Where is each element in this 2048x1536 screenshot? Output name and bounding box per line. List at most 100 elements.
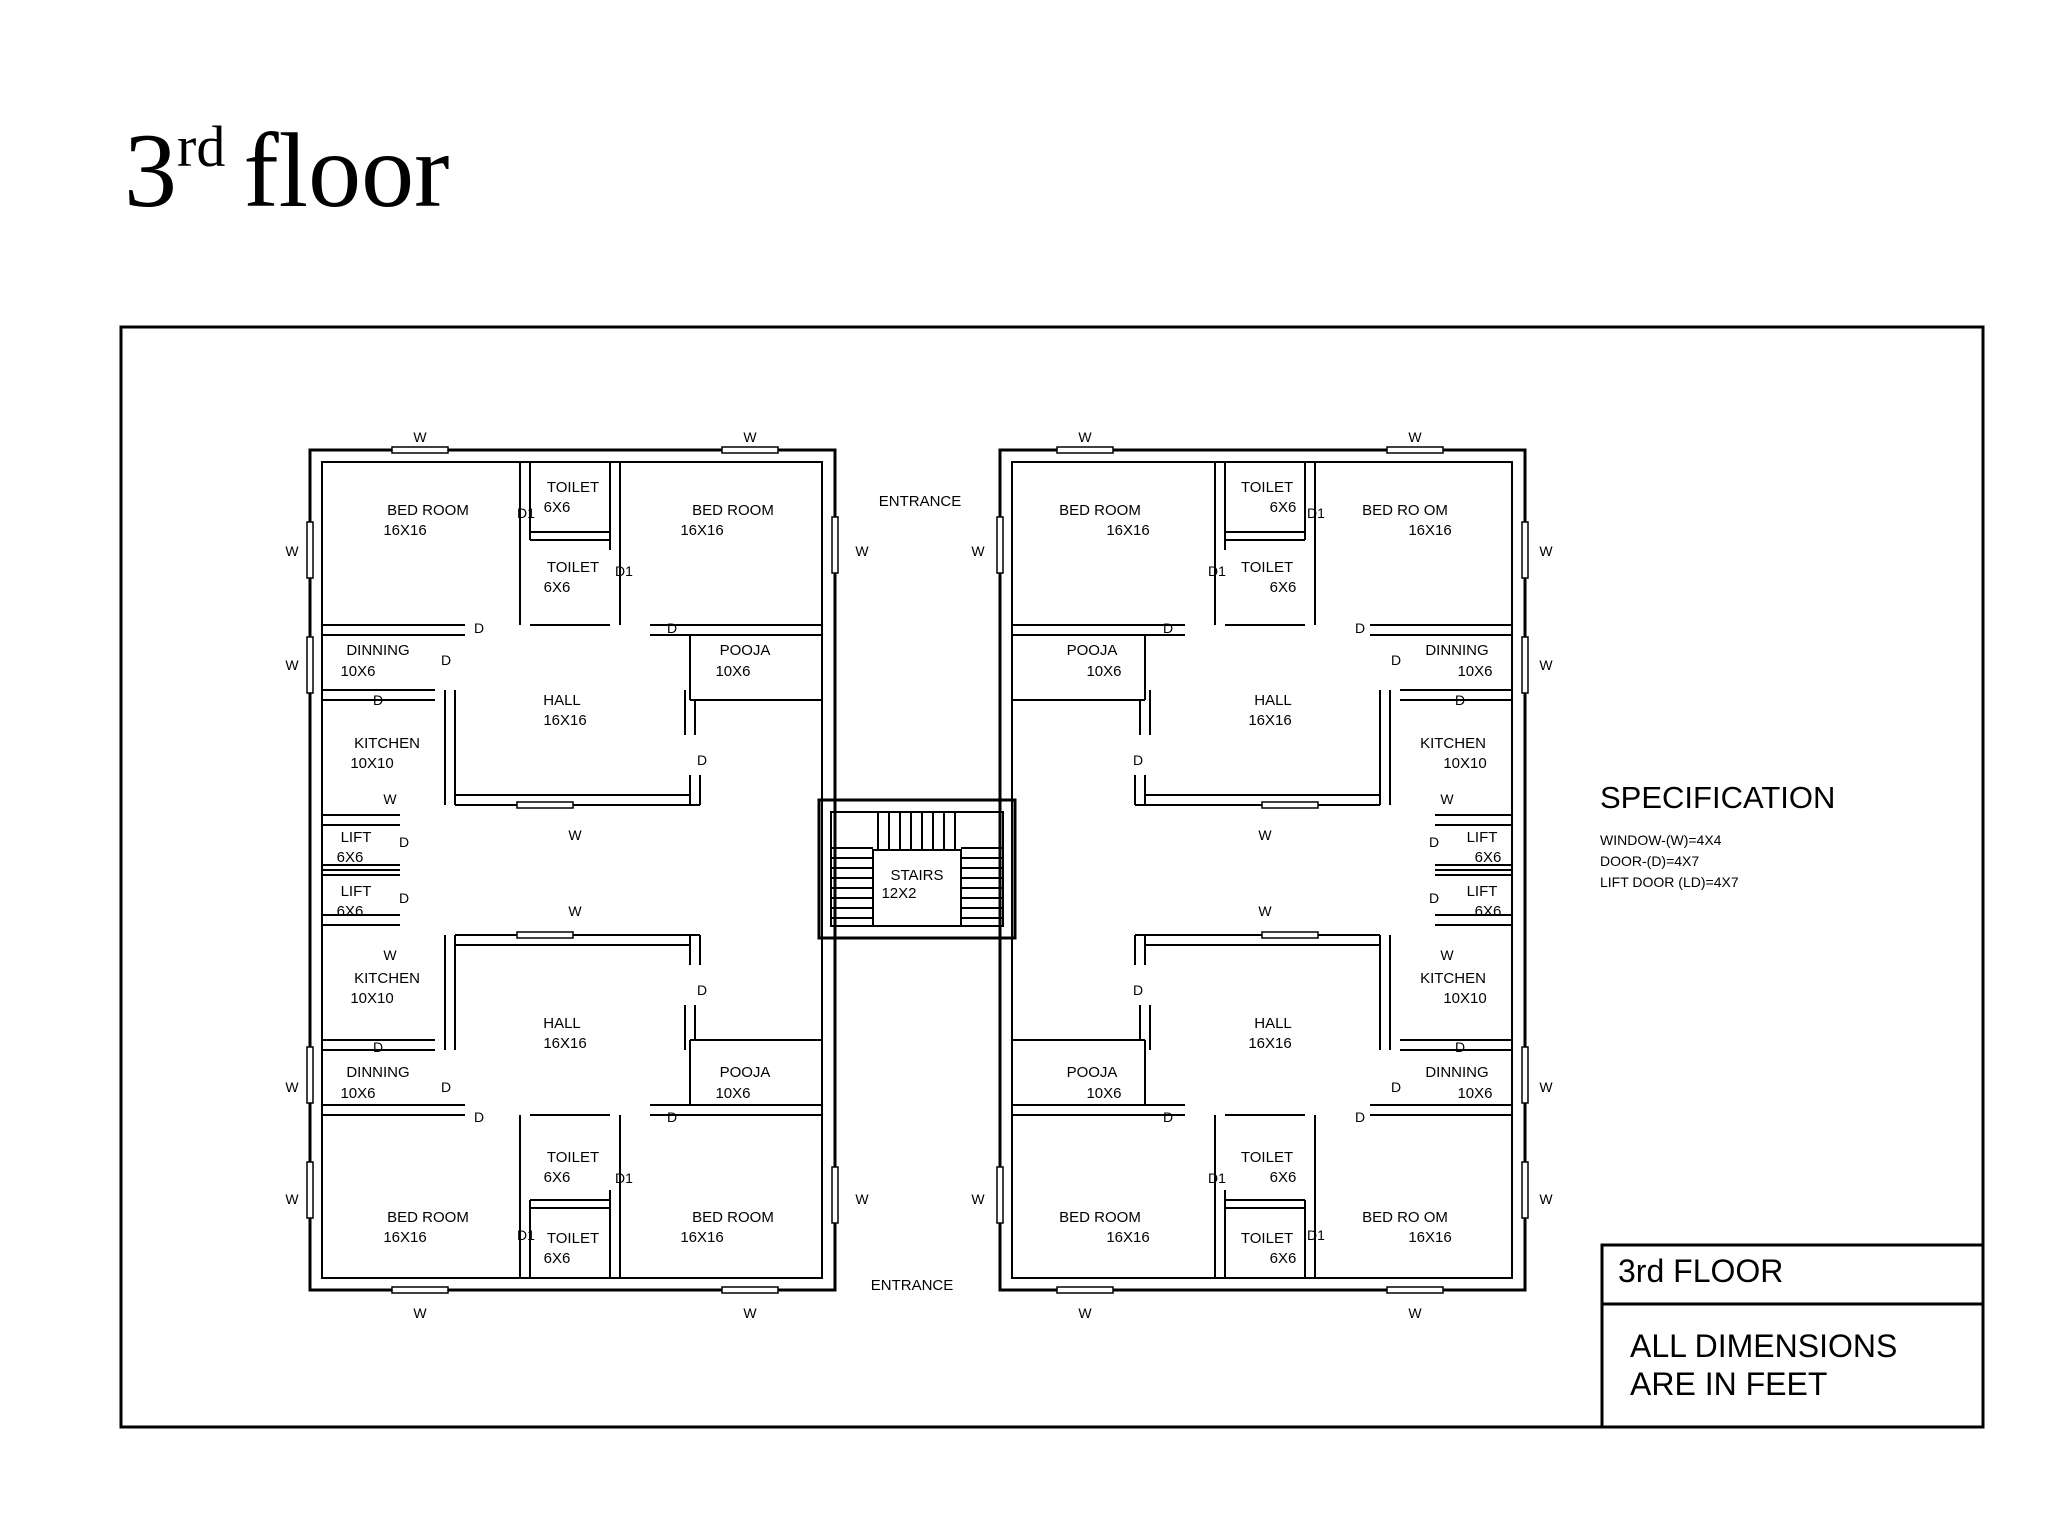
room-label: BED ROOM bbox=[387, 1209, 469, 1226]
spec-window: WINDOW-(W)=4X4 bbox=[1600, 832, 1722, 848]
room-label: 16X16 bbox=[1248, 1035, 1291, 1052]
window-label: W bbox=[1539, 1191, 1553, 1207]
room-label: 16X16 bbox=[383, 1229, 426, 1246]
room-label: 16X16 bbox=[543, 1035, 586, 1052]
title-block-floor: 3rd FLOOR bbox=[1618, 1253, 1783, 1289]
door-label: D bbox=[441, 652, 451, 668]
room-label: KITCHEN bbox=[354, 970, 420, 987]
room-label: TOILET bbox=[547, 1149, 599, 1166]
title-word: floor bbox=[243, 112, 450, 229]
door-label: D bbox=[1455, 1039, 1465, 1055]
window-mark bbox=[831, 1166, 839, 1224]
room-label: TOILET bbox=[1241, 1230, 1293, 1247]
window-label: W bbox=[285, 1079, 299, 1095]
room-label: TOILET bbox=[547, 1230, 599, 1247]
door-label: D bbox=[667, 1109, 677, 1125]
room-label: 16X16 bbox=[1248, 712, 1291, 729]
door-label: D1 bbox=[615, 1170, 633, 1186]
window-mark bbox=[306, 521, 314, 579]
stairs-dim: 12X2 bbox=[881, 885, 916, 902]
room-label: DINNING bbox=[1425, 1064, 1488, 1081]
window-label: W bbox=[568, 903, 582, 919]
window-label: W bbox=[285, 1191, 299, 1207]
stairs-label: STAIRS bbox=[890, 867, 943, 884]
room-label: HALL bbox=[1254, 692, 1292, 709]
door-label: D bbox=[697, 982, 707, 998]
room-label: 10X6 bbox=[715, 1085, 750, 1102]
room-label: 6X6 bbox=[544, 1169, 571, 1186]
room-label: LIFT bbox=[1467, 883, 1498, 900]
door-label: D bbox=[1391, 652, 1401, 668]
spec-door: DOOR-(D)=4X7 bbox=[1600, 853, 1699, 869]
window-mark bbox=[516, 931, 574, 939]
room-label: 10X6 bbox=[1457, 1085, 1492, 1102]
room-label: BED ROOM bbox=[387, 502, 469, 519]
door-label: D bbox=[1133, 982, 1143, 998]
room-label: 10X6 bbox=[715, 663, 750, 680]
door-label: D1 bbox=[1208, 1170, 1226, 1186]
door-label: D bbox=[1455, 692, 1465, 708]
room-label: 6X6 bbox=[1270, 499, 1297, 516]
title-block-note-2: ARE IN FEET bbox=[1630, 1366, 1827, 1402]
window-label: W bbox=[1440, 791, 1454, 807]
room-label: 6X6 bbox=[544, 579, 571, 596]
door-label: D bbox=[441, 1079, 451, 1095]
window-label: W bbox=[568, 827, 582, 843]
window-mark bbox=[721, 446, 779, 454]
door-label: D1 bbox=[1208, 563, 1226, 579]
room-label: 16X16 bbox=[543, 712, 586, 729]
room-label: 6X6 bbox=[1270, 579, 1297, 596]
door-label: D bbox=[1355, 1109, 1365, 1125]
room-label: 10X10 bbox=[1443, 755, 1486, 772]
room-label: 16X16 bbox=[1408, 522, 1451, 539]
door-label: D bbox=[373, 1039, 383, 1055]
stairs-block: STAIRS 12X2 bbox=[817, 798, 1017, 940]
room-label: 10X6 bbox=[1457, 663, 1492, 680]
window-label: W bbox=[855, 543, 869, 559]
room-label: TOILET bbox=[547, 559, 599, 576]
window-label: W bbox=[1258, 903, 1272, 919]
door-label: D bbox=[1163, 620, 1173, 636]
room-label: 16X16 bbox=[1106, 1229, 1149, 1246]
door-label: D bbox=[1391, 1079, 1401, 1095]
window-label: W bbox=[285, 543, 299, 559]
room-label: 10X10 bbox=[1443, 990, 1486, 1007]
door-label: D1 bbox=[1307, 1227, 1325, 1243]
room-label: 6X6 bbox=[337, 849, 364, 866]
room-label: 16X16 bbox=[1106, 522, 1149, 539]
room-label: POOJA bbox=[1067, 642, 1118, 659]
window-mark bbox=[391, 446, 449, 454]
room-label: TOILET bbox=[547, 479, 599, 496]
room-label: 6X6 bbox=[1270, 1250, 1297, 1267]
door-label: D1 bbox=[1307, 505, 1325, 521]
room-label: HALL bbox=[543, 692, 581, 709]
room-label: BED ROOM bbox=[692, 502, 774, 519]
title-number: 3 bbox=[124, 112, 177, 229]
room-label: 16X16 bbox=[1408, 1229, 1451, 1246]
window-label: W bbox=[383, 791, 397, 807]
room-label: 10X10 bbox=[350, 990, 393, 1007]
window-label: W bbox=[1258, 827, 1272, 843]
room-label: BED RO OM bbox=[1362, 502, 1448, 519]
room-label: KITCHEN bbox=[354, 735, 420, 752]
window-label: W bbox=[1539, 1079, 1553, 1095]
door-label: D bbox=[474, 620, 484, 636]
door-label: D bbox=[1429, 890, 1439, 906]
room-label: 10X6 bbox=[340, 1085, 375, 1102]
window-label: W bbox=[971, 1191, 985, 1207]
room-label: TOILET bbox=[1241, 559, 1293, 576]
window-label: W bbox=[413, 1305, 427, 1321]
window-mark bbox=[306, 1161, 314, 1219]
door-label: D bbox=[373, 692, 383, 708]
title-superscript: rd bbox=[177, 114, 226, 179]
door-label: D bbox=[474, 1109, 484, 1125]
window-label: W bbox=[383, 947, 397, 963]
drawing-frame bbox=[119, 325, 1985, 1429]
window-label: W bbox=[285, 657, 299, 673]
room-label: TOILET bbox=[1241, 1149, 1293, 1166]
window-mark bbox=[306, 636, 314, 694]
window-mark bbox=[1386, 1286, 1444, 1294]
door-label: D1 bbox=[615, 563, 633, 579]
window-mark bbox=[996, 516, 1004, 574]
window-label: W bbox=[743, 1305, 757, 1321]
